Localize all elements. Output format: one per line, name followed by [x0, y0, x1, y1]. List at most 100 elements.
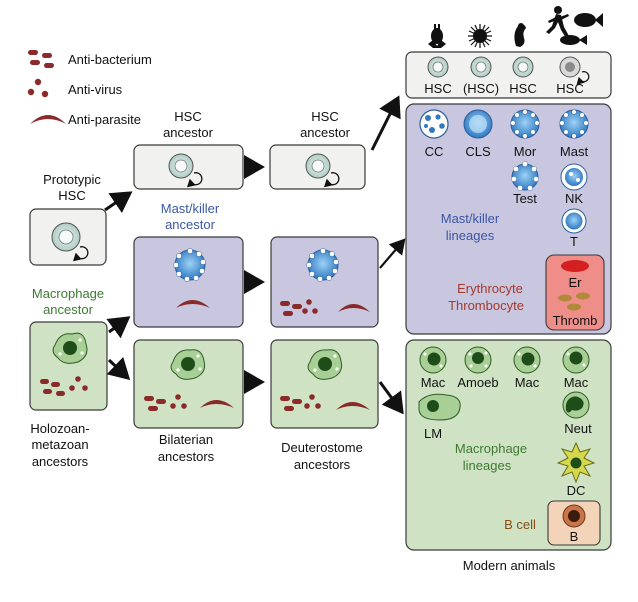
lineage-arrows	[104, 95, 406, 415]
mast-cell-icon	[559, 109, 589, 139]
macro-cell-label: Amoeb	[457, 375, 498, 390]
mast-killer-ancestor-label-1: Mast/killer	[161, 201, 220, 216]
nk-cell-icon	[560, 163, 588, 191]
macrophage-lineages-label-1: Macrophage	[455, 441, 527, 456]
holozoan-label-2: metazoan	[31, 437, 88, 452]
mast-cell-label: Mor	[514, 144, 537, 159]
bilaterian-ancestors-box	[133, 339, 244, 429]
anti-virus-icon	[27, 78, 49, 98]
macro-cell-label: Mac	[515, 375, 540, 390]
antimicrobial-cluster-icon	[280, 394, 370, 411]
hsc-cell-icon	[168, 153, 203, 188]
hsc-ancestor-2-label-1: HSC	[311, 109, 338, 124]
b-cell-text: B	[570, 529, 579, 544]
legend: Anti-bacterium Anti-virus Anti-parasite	[27, 50, 152, 127]
lm-cell-icon	[418, 393, 461, 421]
mast-cell-label: Mast	[560, 144, 589, 159]
deuterostome-label-1: Deuterostome	[281, 440, 363, 455]
mast-cell-icon	[306, 248, 339, 282]
macrophage-ancestor-label-1: Macrophage	[32, 286, 104, 301]
thromb-label: Thromb	[553, 313, 598, 328]
lamprey-icon	[514, 23, 526, 47]
mast-cell-label: CLS	[465, 144, 491, 159]
tunicate-icon	[428, 24, 446, 48]
cc-cell-icon	[419, 109, 449, 139]
mast-killer-ancestor-box	[133, 236, 244, 328]
macrophage-lineages-label-2: lineages	[463, 458, 512, 473]
mac-cell-icon	[513, 346, 541, 374]
mast-killer-lineages-label-1: Mast/killer	[441, 211, 500, 226]
erythrocyte-label: Erythrocyte	[457, 281, 523, 296]
macrophage-ancestor-label-2: ancestor	[43, 302, 94, 317]
mast-killer-lineages-label-2: lineages	[446, 228, 495, 243]
hsc-cell-icon	[470, 56, 492, 78]
holozoan-label-1: Holozoan-	[30, 421, 89, 436]
bilaterian-label-1: Bilaterian	[159, 432, 213, 447]
hsc-cell-icon	[512, 56, 534, 78]
sea-urchin-icon	[468, 24, 492, 48]
antimicrobial-cluster-icon	[280, 299, 370, 316]
legend-anti-virus: Anti-virus	[68, 82, 123, 97]
hsc-cell-icon	[559, 56, 590, 85]
bilaterian-label-2: ancestors	[158, 449, 215, 464]
macro-cell-label: DC	[567, 483, 586, 498]
hsc-row-label: (HSC)	[463, 81, 499, 96]
neutrophil-icon	[562, 391, 590, 419]
macrophage-icon	[307, 349, 343, 380]
hsc-row-label: HSC	[556, 81, 583, 96]
dendritic-cell-icon	[556, 441, 596, 484]
mac-cell-icon	[419, 346, 447, 374]
parasite-icon	[176, 300, 210, 308]
macrophage-icon	[52, 332, 88, 364]
antimicrobial-cluster-icon	[144, 394, 234, 411]
antimicrobial-cluster-icon	[40, 376, 88, 396]
anti-bacterium-icon	[28, 50, 54, 68]
prototypic-hsc-label-1: Prototypic	[43, 172, 101, 187]
mast-cell-label: T	[570, 234, 578, 249]
hsc-ancestor-1-label-2: ancestor	[163, 125, 214, 140]
hsc-cell-icon	[427, 56, 449, 78]
modern-animals-label: Modern animals	[463, 558, 556, 573]
macro-cell-label: LM	[424, 426, 442, 441]
hsc-row-label: HSC	[509, 81, 536, 96]
mast-cell-label: CC	[425, 144, 444, 159]
erythrocyte-thrombocyte-box	[545, 254, 605, 331]
mast-cell-label: NK	[565, 191, 583, 206]
mast-cell-label: Test	[513, 191, 537, 206]
deuterostome-label-2: ancestors	[294, 457, 351, 472]
hsc-row: HSC (HSC) HSC HSC	[424, 56, 590, 96]
legend-anti-parasite: Anti-parasite	[68, 112, 141, 127]
cls-cell-icon	[463, 109, 493, 139]
mast-killer-ancestor-label-2: ancestor	[165, 217, 216, 232]
prototypic-hsc-label-2: HSC	[58, 188, 85, 203]
thrombocyte-label: Thrombocyte	[448, 298, 524, 313]
er-label: Er	[569, 275, 583, 290]
macrophage-icon	[170, 349, 206, 380]
macro-cell-label: Mac	[564, 375, 589, 390]
hsc-ancestor-1-label-1: HSC	[174, 109, 201, 124]
hsc-cell-icon	[51, 222, 89, 262]
animal-silhouettes	[428, 6, 603, 48]
b-cell-icon	[562, 504, 586, 528]
t-cell-icon	[561, 208, 587, 234]
erythrocyte-icon	[561, 260, 589, 272]
thrombocyte-icon	[558, 292, 590, 311]
macro-cell-label: Neut	[564, 421, 592, 436]
hsc-cell-icon	[305, 153, 340, 188]
legend-anti-bacterium: Anti-bacterium	[68, 52, 152, 67]
holozoan-label-3: ancestors	[32, 454, 89, 469]
anti-parasite-icon	[30, 115, 66, 124]
b-cell-label: B cell	[504, 517, 536, 532]
hsc-row-label: HSC	[424, 81, 451, 96]
modern-hsc-box	[405, 51, 612, 99]
macrophage-lineages-box	[405, 339, 612, 551]
mac-cell-icon	[562, 346, 590, 374]
hsc-ancestor-2-label-2: ancestor	[300, 125, 351, 140]
mor-cell-icon	[510, 109, 540, 139]
macro-cell-label: Mac	[421, 375, 446, 390]
human-and-fish-icon	[546, 6, 603, 45]
test-cell-icon	[511, 161, 539, 191]
amoebocyte-icon	[464, 346, 492, 374]
mast-cell-icon	[173, 248, 206, 282]
